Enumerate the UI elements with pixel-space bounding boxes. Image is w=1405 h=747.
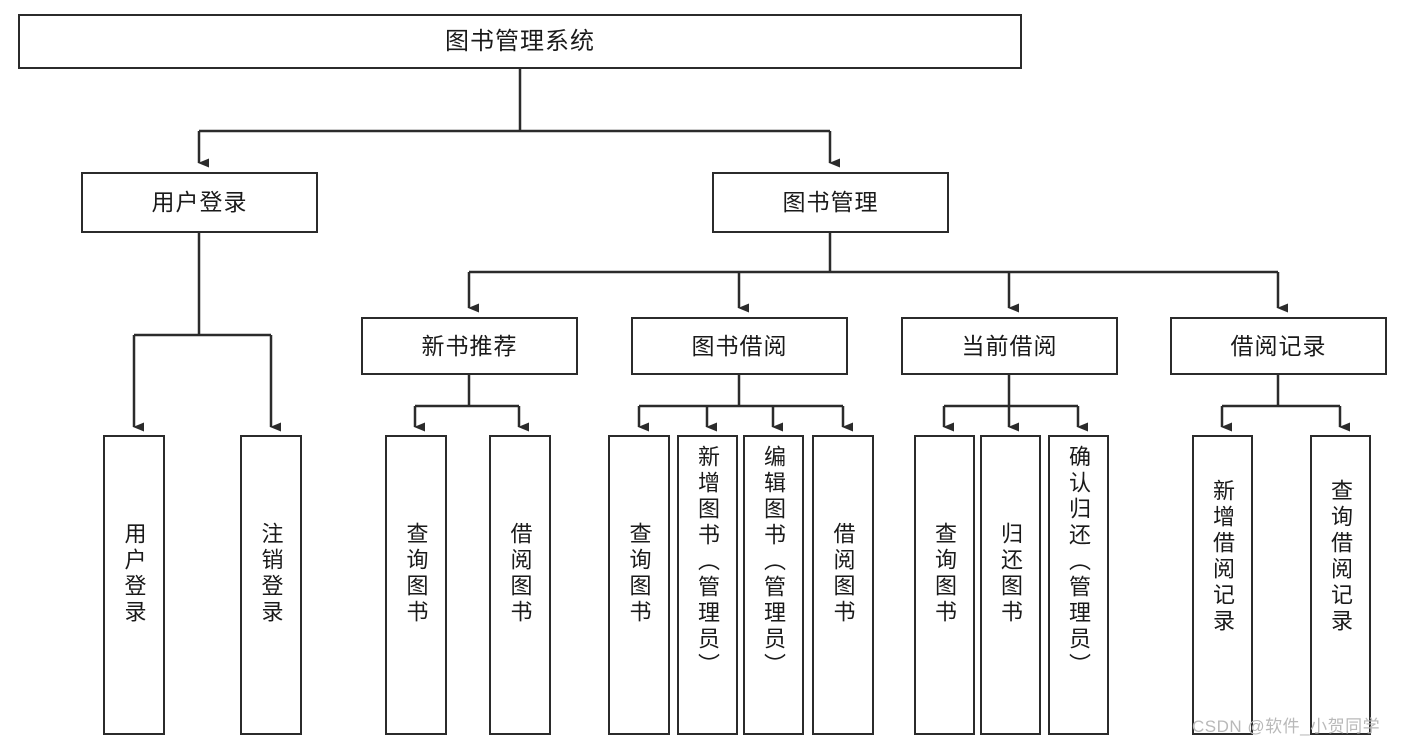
node-leaf-query-book-1[interactable]: 查询图书: [385, 435, 447, 735]
node-borrow-record[interactable]: 借阅记录: [1170, 317, 1387, 375]
node-borrow-record-label: 借阅记录: [1230, 332, 1327, 359]
node-current-borrow-label: 当前借阅: [961, 332, 1058, 359]
node-book-borrow[interactable]: 图书借阅: [631, 317, 848, 375]
node-leaf-edit-book[interactable]: 编辑图书（管理员）: [743, 435, 804, 735]
node-leaf-logout-login-label: 注销登录: [258, 522, 284, 626]
node-book-management-label: 图书管理: [782, 189, 879, 216]
node-leaf-borrow-book-1-label: 借阅图书: [507, 522, 533, 626]
node-root-system-label: 图书管理系统: [445, 27, 595, 55]
node-book-management[interactable]: 图书管理: [712, 172, 949, 233]
node-leaf-logout-login[interactable]: 注销登录: [240, 435, 302, 735]
node-leaf-user-login[interactable]: 用户登录: [103, 435, 165, 735]
node-leaf-return-book-label: 归还图书: [998, 522, 1024, 626]
node-leaf-add-record[interactable]: 新增借阅记录: [1192, 435, 1253, 735]
node-leaf-query-book-3-label: 查询图书: [932, 522, 958, 626]
node-leaf-return-book[interactable]: 归还图书: [980, 435, 1041, 735]
node-leaf-add-book-label: 新增图书（管理员）: [695, 445, 721, 679]
node-leaf-query-record[interactable]: 查询借阅记录: [1310, 435, 1371, 735]
node-root-system[interactable]: 图书管理系统: [18, 14, 1022, 69]
node-leaf-add-book[interactable]: 新增图书（管理员）: [677, 435, 738, 735]
node-leaf-confirm-return[interactable]: 确认归还（管理员）: [1048, 435, 1109, 735]
node-new-book-recommend[interactable]: 新书推荐: [361, 317, 578, 375]
node-leaf-borrow-book-2-label: 借阅图书: [830, 522, 856, 626]
node-user-login[interactable]: 用户登录: [81, 172, 318, 233]
node-leaf-edit-book-label: 编辑图书（管理员）: [761, 445, 787, 679]
node-book-borrow-label: 图书借阅: [691, 332, 788, 359]
node-leaf-confirm-return-label: 确认归还（管理员）: [1066, 445, 1092, 679]
node-leaf-query-book-3[interactable]: 查询图书: [914, 435, 975, 735]
node-leaf-borrow-book-2[interactable]: 借阅图书: [812, 435, 874, 735]
node-leaf-user-login-label: 用户登录: [121, 522, 147, 626]
node-leaf-add-record-label: 新增借阅记录: [1210, 479, 1236, 635]
node-leaf-query-book-2-label: 查询图书: [626, 522, 652, 626]
node-leaf-query-book-1-label: 查询图书: [403, 522, 429, 626]
node-user-login-label: 用户登录: [151, 189, 248, 216]
node-current-borrow[interactable]: 当前借阅: [901, 317, 1118, 375]
node-new-book-recommend-label: 新书推荐: [421, 332, 518, 359]
node-leaf-borrow-book-1[interactable]: 借阅图书: [489, 435, 551, 735]
csdn-watermark: CSDN @软件_小贺同学: [1192, 717, 1381, 736]
node-leaf-query-record-label: 查询借阅记录: [1328, 479, 1354, 635]
node-leaf-query-book-2[interactable]: 查询图书: [608, 435, 670, 735]
